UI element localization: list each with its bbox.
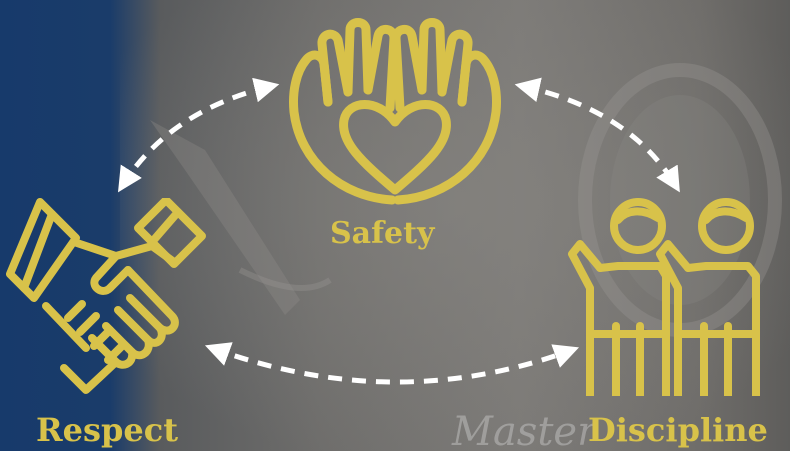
arrow-safety-discipline — [514, 77, 680, 193]
respect-label: Respect — [36, 411, 178, 449]
handshake-icon — [6, 198, 206, 394]
safety-label: Safety — [330, 216, 435, 251]
discipline-label: Discipline — [588, 411, 768, 449]
watermark-text: Master — [452, 409, 597, 451]
arrow-respect-safety — [117, 77, 280, 193]
arrow-respect-discipline — [204, 342, 580, 385]
people-raising-hands-icon — [568, 198, 760, 396]
hands-heart-icon — [289, 18, 501, 205]
